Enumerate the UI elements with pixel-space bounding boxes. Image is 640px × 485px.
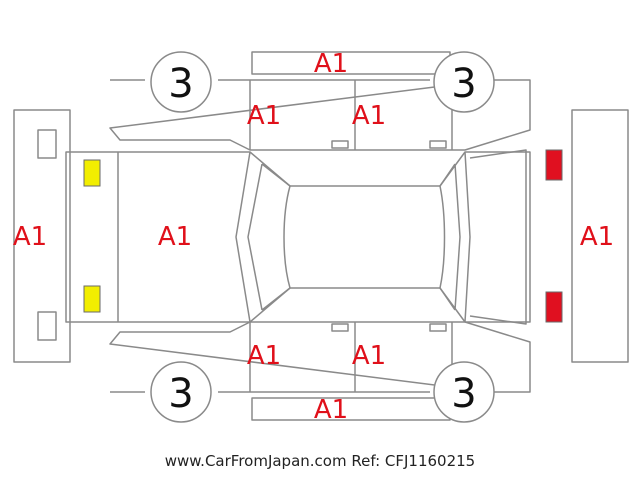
front-bumper-damage-label: A1 <box>579 222 615 252</box>
wheel-rear-right-grade: 3 <box>168 371 194 417</box>
door-handle-top-1 <box>331 140 349 149</box>
front-door-top-damage-label: A1 <box>351 101 387 131</box>
rear-door-bottom-damage-label: A1 <box>246 341 282 371</box>
rear-light-icon-top <box>83 159 101 187</box>
rear-bumper-notch-top <box>37 129 57 159</box>
door-handle-top-2 <box>429 140 447 149</box>
wheel-front-right-icon <box>433 361 495 423</box>
roof-panel <box>283 185 446 289</box>
roof-bottom-strip <box>251 397 451 421</box>
rear-light-icon-bottom <box>83 285 101 313</box>
wheel-rear-left-icon <box>150 51 212 113</box>
hood-outline <box>469 149 527 325</box>
wheel-front-left-grade: 3 <box>451 61 477 107</box>
rear-window <box>235 151 291 323</box>
rear-bumper-damage-label: A1 <box>12 222 48 252</box>
wheel-front-right-grade: 3 <box>451 371 477 417</box>
front-light-icon-top <box>545 149 563 181</box>
front-bumper-outline <box>571 109 629 363</box>
windshield <box>439 151 471 323</box>
front-door-bottom-damage-label: A1 <box>351 341 387 371</box>
front-light-icon-bottom <box>545 291 563 323</box>
wheel-rear-left-grade: 3 <box>168 61 194 107</box>
rear-bumper-outline <box>13 109 71 363</box>
wheel-front-left-icon <box>433 51 495 113</box>
door-handle-bottom-1 <box>331 323 349 332</box>
roof-bottom-damage-label: A1 <box>313 395 349 425</box>
rear-bumper-notch-bottom <box>37 311 57 341</box>
trunk-damage-label: A1 <box>157 222 193 252</box>
door-handle-bottom-2 <box>429 323 447 332</box>
roof-top-strip <box>251 51 451 75</box>
wheel-rear-right-icon <box>150 361 212 423</box>
roof-top-damage-label: A1 <box>313 49 349 79</box>
watermark-reference-text: www.CarFromJapan.com Ref: CFJ1160215 <box>164 452 476 470</box>
rear-door-top-damage-label: A1 <box>246 101 282 131</box>
